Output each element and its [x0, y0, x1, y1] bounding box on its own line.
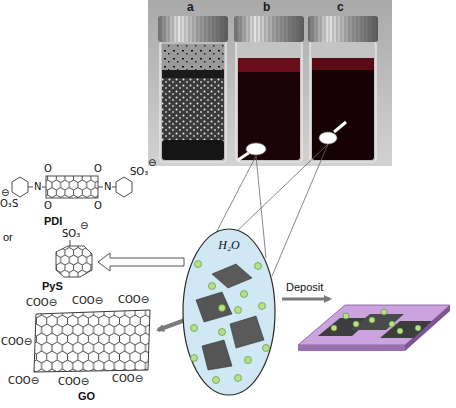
group-label: COO⊖ — [26, 297, 57, 309]
step-label: Deposit — [286, 281, 323, 294]
vial-letter: c — [337, 1, 344, 15]
group-label: COO⊖ — [112, 373, 143, 385]
ellipse-outline — [182, 228, 276, 396]
atom-label: N — [104, 181, 111, 193]
group-label: COO⊖ — [118, 294, 149, 306]
compound-name: PDI — [44, 215, 62, 228]
group-label: COO⊖ — [1, 336, 32, 348]
graphene-sheets — [191, 261, 270, 384]
solvent-label: H₂O — [182, 238, 276, 253]
group-label: COO⊖ — [8, 375, 39, 387]
group-label: COO⊖ — [72, 295, 103, 307]
atom-label: O₃S — [0, 198, 18, 210]
atom-label: N — [34, 181, 41, 193]
atom-label: O — [94, 200, 102, 212]
vial-letter: b — [263, 1, 270, 15]
atom-label: SO₃ — [62, 228, 80, 240]
beaker-ellipse: H₂O — [182, 228, 276, 396]
connector-word: or — [3, 231, 13, 244]
atom-label: O — [44, 200, 52, 212]
atom-label: SO₃ — [130, 166, 148, 178]
charge-sign: ⊖ — [80, 220, 88, 232]
charge-sign: ⊖ — [148, 157, 156, 169]
charge-sign: ⊖ — [1, 187, 9, 199]
compound-name: GO — [78, 390, 95, 403]
atom-label: O — [44, 163, 52, 175]
atom-label: O — [94, 163, 102, 175]
compound-name: PyS — [42, 280, 63, 293]
vial-letter: a — [187, 1, 194, 15]
group-label: COO⊖ — [58, 376, 89, 388]
